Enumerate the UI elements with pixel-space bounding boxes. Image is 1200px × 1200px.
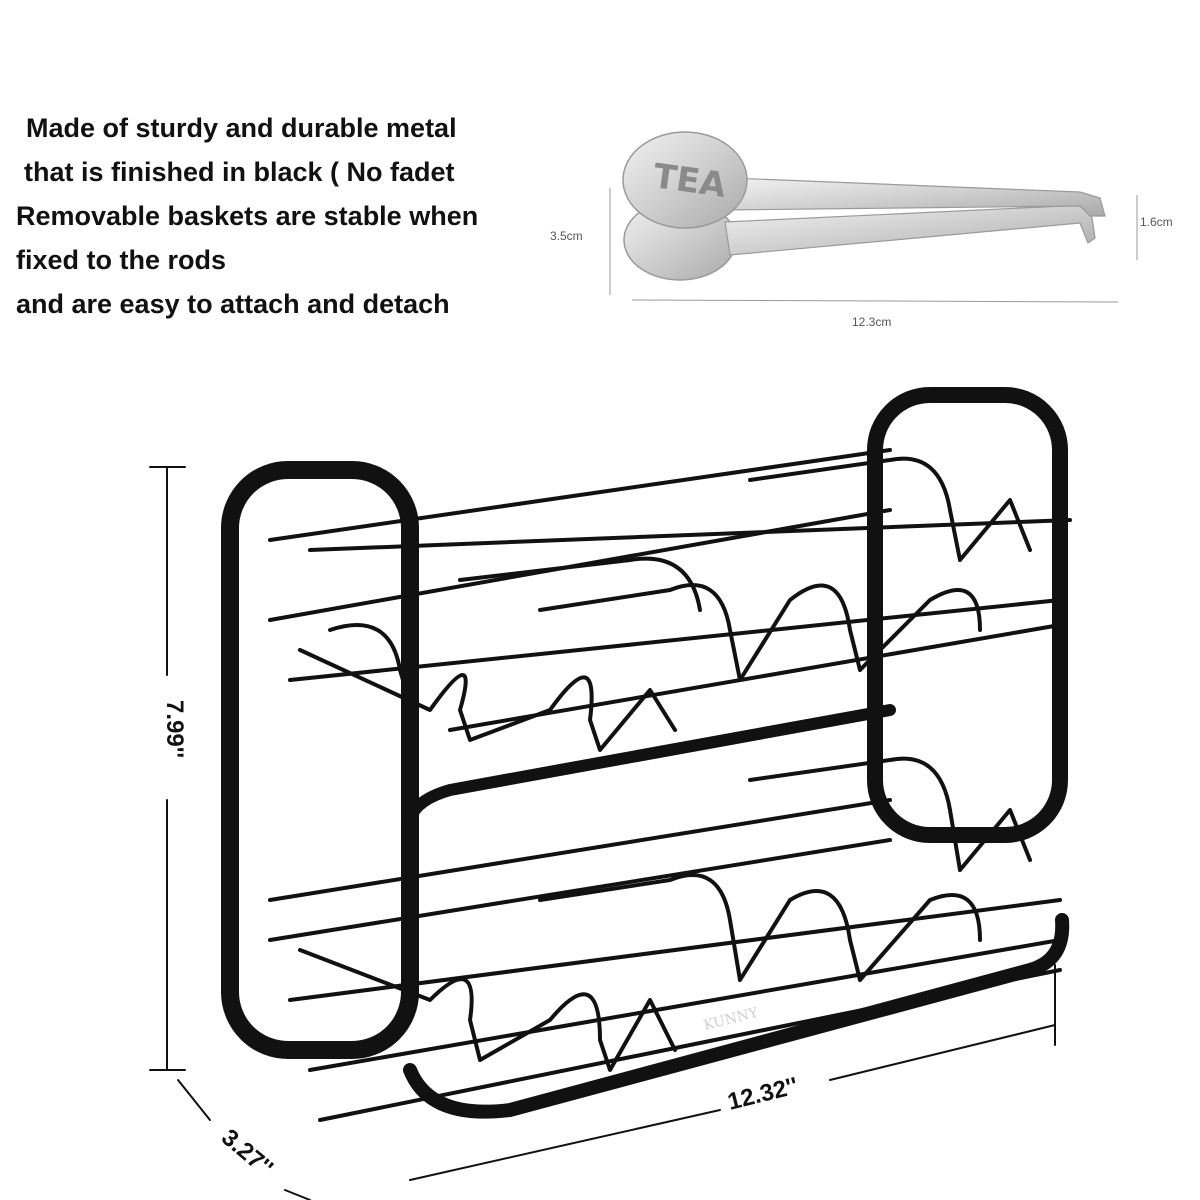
depth-dimension-label: 3.27'' — [216, 1124, 278, 1182]
product-description: Made of sturdy and durable metal that is… — [16, 106, 556, 326]
upper-basket — [298, 456, 1032, 752]
description-line-3: Removable baskets are stable when — [16, 201, 479, 231]
height-label: 3.5cm — [550, 229, 583, 243]
rack-base — [403, 913, 1070, 1119]
lower-basket — [298, 756, 1032, 1072]
height-dimension-label: 7.99'' — [161, 700, 188, 758]
description-line-4: fixed to the rods — [16, 245, 227, 275]
length-dimension-line — [631, 299, 1119, 303]
tong-lower-arm — [724, 204, 1096, 256]
front-lower-bar — [404, 704, 896, 826]
rack-front-frame — [221, 461, 419, 1059]
tong-upper-arm — [724, 177, 1106, 217]
dimension-lines — [149, 466, 1056, 1200]
tea-tongs-illustration: TEA 3.5cm 1.6cm 12.3cm — [550, 131, 1173, 329]
description-line-1: Made of sturdy and durable metal — [26, 113, 457, 143]
tip-label: 1.6cm — [1140, 215, 1173, 229]
rack-back-frame — [867, 387, 1068, 843]
rack-illustration: 7.99'' 12.32'' 3.27'' KUNNY — [149, 387, 1072, 1200]
brand-logo-text: KUNNY — [702, 1005, 760, 1034]
width-dimension-label: 12.32'' — [725, 1072, 801, 1115]
tong-upper-spoon — [622, 131, 748, 229]
length-label: 12.3cm — [852, 315, 891, 329]
description-line-2: that is finished in black ( No fadet — [24, 157, 455, 187]
description-line-5: and are easy to attach and detach — [16, 289, 450, 319]
